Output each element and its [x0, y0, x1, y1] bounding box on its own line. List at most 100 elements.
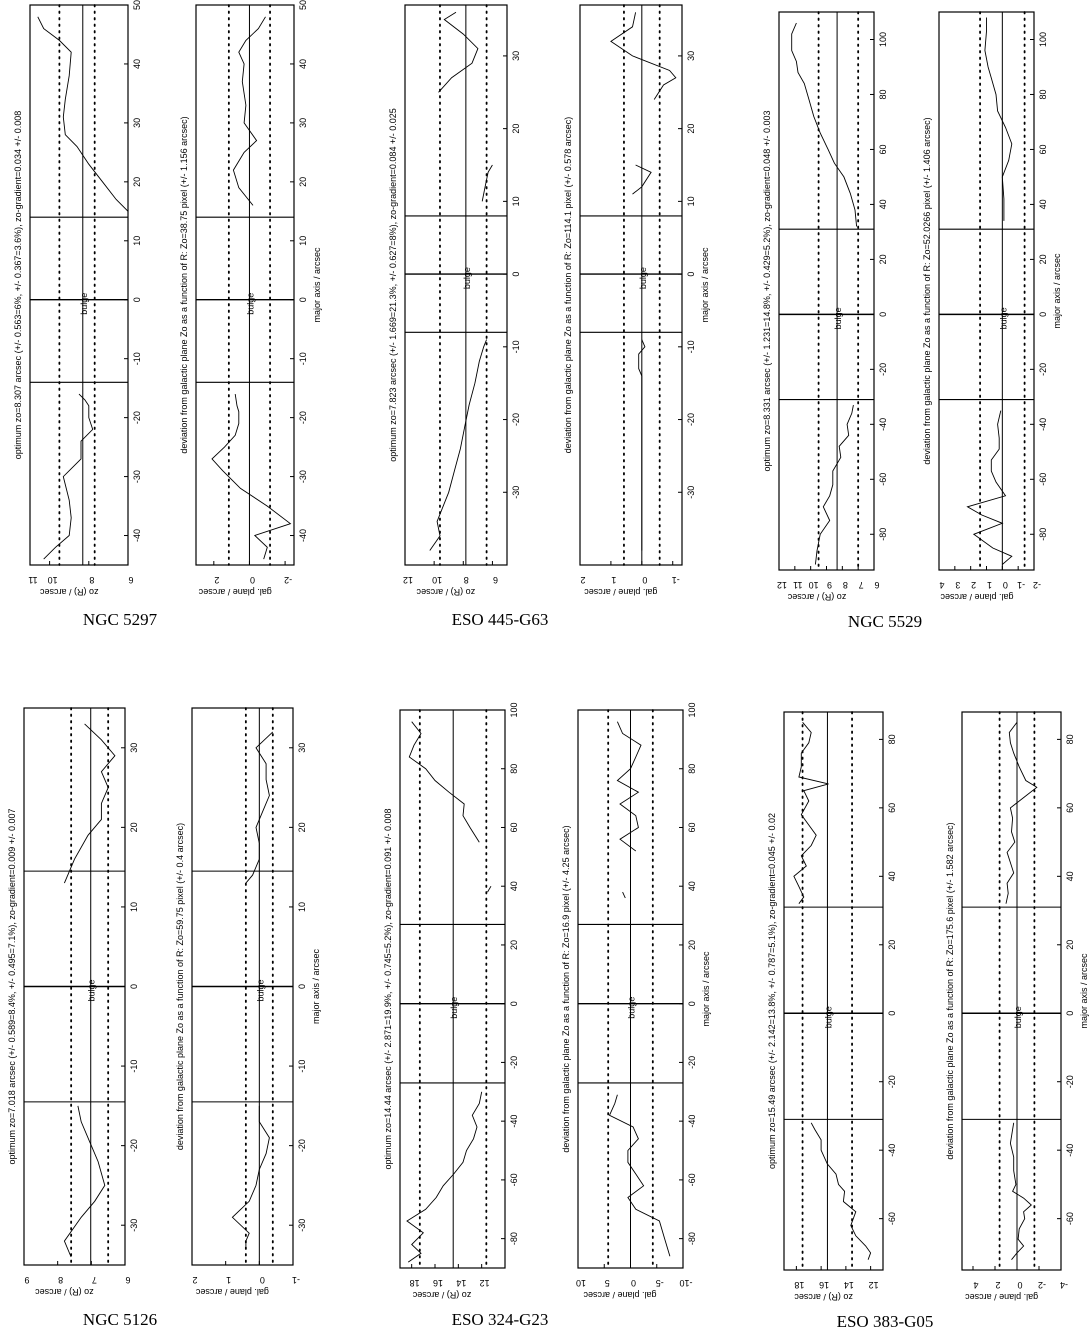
- bulge-label: bulge: [79, 293, 89, 315]
- data-series-2: [1005, 722, 1038, 904]
- x-tick-label: 50: [132, 0, 142, 10]
- x-tick-label: 0: [686, 272, 696, 277]
- x-tick-label: -30: [129, 1219, 139, 1232]
- x-tick-label: -20: [298, 411, 308, 424]
- y-tick-label: -2: [1033, 580, 1041, 590]
- x-tick-label: -60: [887, 1212, 897, 1225]
- x-tick-label: 40: [687, 881, 697, 891]
- y-tick-label: 5: [605, 1278, 610, 1288]
- x-tick-label: -80: [1038, 528, 1048, 541]
- plot-frame: [778, 11, 875, 571]
- subplot-title: optimum zo=14.44 arcsec (+/- 2.871=19.9%…: [383, 809, 393, 1170]
- x-axis-label: major axis / arcsec: [1052, 253, 1062, 329]
- x-tick-label: -20: [297, 1139, 307, 1152]
- x-tick-label: -40: [687, 1115, 697, 1128]
- x-tick-label: 20: [297, 822, 307, 832]
- x-tick-label: -30: [297, 1219, 307, 1232]
- y-tick-label: 4: [973, 1280, 978, 1290]
- galaxy-name-eso383: ESO 383-G05: [836, 1312, 934, 1331]
- y-tick-label: 0: [250, 575, 255, 585]
- x-tick-label: -60: [687, 1173, 697, 1186]
- x-tick-label: 100: [509, 702, 519, 717]
- plot-frame: [404, 4, 508, 566]
- x-tick-label: -40: [1065, 1144, 1075, 1157]
- y-tick-label: -1: [672, 575, 680, 585]
- y-tick-label: 8: [58, 1275, 63, 1285]
- y-axis-label: zo (R) / arcsec: [787, 592, 846, 602]
- y-tick-label: 0: [1017, 1280, 1022, 1290]
- data-series-1: [63, 1105, 106, 1258]
- subplot-title: deviation from galactic plane Zo as a fu…: [561, 825, 571, 1152]
- x-tick-label: -40: [298, 529, 308, 542]
- x-tick-label: 10: [511, 196, 521, 206]
- x-tick-label: 40: [298, 59, 308, 69]
- x-tick-label: 0: [132, 297, 142, 302]
- x-tick-label: -10: [298, 352, 308, 365]
- x-tick-label: 0: [887, 1011, 897, 1016]
- data-series-1: [231, 1105, 270, 1250]
- data-series-2: [622, 891, 626, 899]
- data-series-3: [610, 12, 677, 100]
- y-tick-label: 6: [874, 580, 879, 590]
- y-tick-label: 12: [403, 575, 413, 585]
- data-series-1: [211, 394, 292, 560]
- y-tick-label: 10: [432, 575, 442, 585]
- data-series-2: [791, 22, 858, 227]
- plot-frame: [961, 711, 1062, 1271]
- y-axis-label: zo (R) / arcsec: [39, 587, 98, 597]
- x-tick-label: -40: [878, 418, 888, 431]
- x-tick-label: 40: [132, 59, 142, 69]
- y-tick-label: 7: [92, 1275, 97, 1285]
- data-series-1: [810, 1122, 872, 1260]
- data-series-2: [632, 164, 652, 195]
- galaxy-name-ngc5126: NGC 5126: [82, 1310, 158, 1329]
- y-tick-label: 18: [794, 1280, 804, 1290]
- x-tick-label: -30: [511, 486, 521, 499]
- x-tick-label: -80: [687, 1232, 697, 1245]
- x-tick-label: 0: [129, 984, 139, 989]
- data-series-2: [984, 17, 1013, 221]
- x-tick-label: 20: [511, 124, 521, 134]
- y-axis-label: zo (R) / arcsec: [794, 1292, 853, 1302]
- y-tick-label: -1: [1017, 580, 1025, 590]
- x-tick-label: -60: [878, 473, 888, 486]
- x-tick-label: 50: [298, 0, 308, 10]
- x-tick-label: 0: [1038, 312, 1048, 317]
- x-tick-label: 40: [887, 871, 897, 881]
- subplot-title: deviation from galactic plane Zo as a fu…: [945, 822, 955, 1159]
- x-tick-label: -10: [297, 1060, 307, 1073]
- bulge-label: bulge: [998, 307, 1008, 329]
- data-series-2: [232, 16, 266, 206]
- y-tick-label: -1: [292, 1275, 300, 1285]
- galaxy-name-eso445: ESO 445-G63: [451, 610, 549, 629]
- y-tick-label: 0: [260, 1275, 265, 1285]
- data-series-2: [481, 164, 493, 202]
- x-axis-label: major axis / arcsec: [701, 951, 711, 1027]
- x-tick-label: 60: [687, 822, 697, 832]
- x-tick-label: 10: [686, 196, 696, 206]
- x-tick-label: 20: [1038, 254, 1048, 264]
- x-tick-label: -20: [509, 1056, 519, 1069]
- plot-frame: [29, 4, 129, 566]
- x-tick-label: -30: [132, 470, 142, 483]
- x-tick-label: 10: [132, 236, 142, 246]
- x-tick-label: -20: [687, 1056, 697, 1069]
- x-tick-label: 10: [298, 236, 308, 246]
- x-tick-label: -10: [132, 352, 142, 365]
- data-series-2: [487, 885, 492, 893]
- x-tick-label: 30: [132, 118, 142, 128]
- x-tick-label: 0: [687, 1001, 697, 1006]
- x-tick-label: 30: [686, 51, 696, 61]
- y-axis-label: zo (R) / arcsec: [416, 587, 475, 597]
- y-tick-label: 12: [480, 1278, 490, 1288]
- plot-frame: [579, 4, 683, 566]
- data-series-2: [245, 731, 274, 884]
